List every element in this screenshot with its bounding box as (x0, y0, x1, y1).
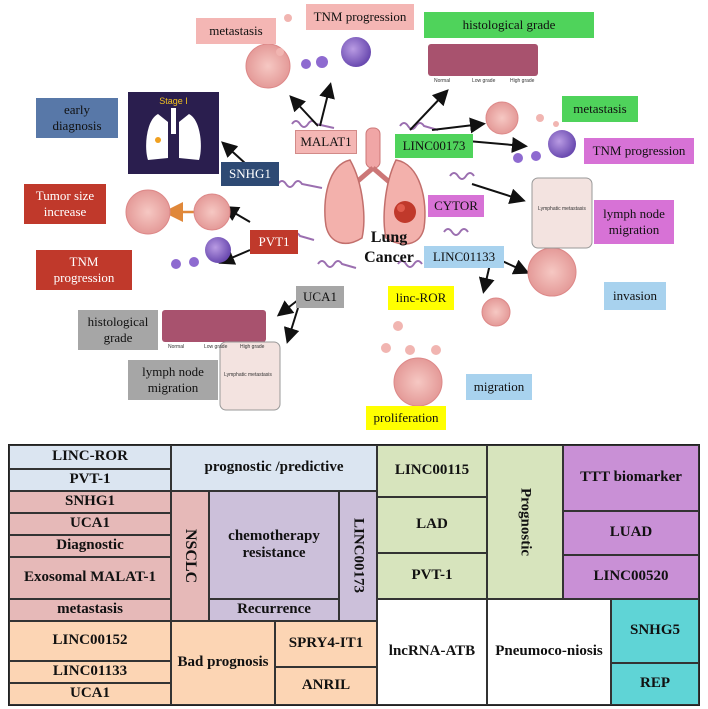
gene-snhg1: SNHG1 (221, 162, 279, 186)
stage-i-lung-image: Stage I (128, 92, 219, 174)
cell-pneumoconiosis: Pneumoco-niosis (487, 599, 611, 705)
diagram-graphics (125, 14, 593, 411)
outcome-histological-grade-left: histological grade (78, 310, 158, 350)
cell-lad: LAD (377, 497, 487, 553)
cell-spry4-it1: SPRY4-IT1 (275, 621, 377, 667)
lymph-label-right: Lymphatic metastasis (538, 206, 586, 212)
grade-label-normal-right: Normal (434, 78, 451, 84)
cell-linc00520: LINC00520 (563, 555, 699, 599)
grade-label-low-right: Low grade (472, 78, 496, 84)
gene-pvt1: PVT1 (250, 230, 298, 254)
linc00173-text: LINC00173 (350, 518, 367, 594)
outcome-lymph-left: lymph node migration (128, 360, 218, 400)
nsclc-text: NSCLC (182, 528, 200, 584)
cell-exosomal-malat1: Exosomal MALAT-1 (9, 557, 171, 599)
outcome-histological-grade-right: histological grade (424, 12, 594, 38)
cell-ttt-biomarker: TTT biomarker (563, 445, 699, 511)
cell-linc00152: LINC00152 (9, 621, 171, 661)
cell-lncrna-atb: lncRNA-ATB (377, 599, 487, 705)
center-line-2: Cancer (364, 249, 414, 266)
cell-nsclc: NSCLC (171, 491, 209, 621)
cell-uca1-a: UCA1 (9, 513, 171, 535)
gene-linc01133: LINC01133 (424, 246, 504, 268)
cell-recurrence: Recurrence (209, 599, 339, 621)
outcome-invasion: invasion (604, 282, 666, 310)
outcome-tnm-top: TNM progression (306, 4, 414, 30)
gene-linc00173: LINC00173 (395, 134, 473, 158)
cell-prognostic-predictive: prognostic /predictive (171, 445, 377, 491)
outcome-migration: migration (466, 374, 532, 400)
tissue-grade-strips (162, 44, 538, 342)
cell-pvt1-a: PVT-1 (9, 469, 171, 491)
cell-snhg5: SNHG5 (611, 599, 699, 663)
center-line-1: Lung (370, 229, 408, 246)
grade-label-high-right: High grade (510, 78, 535, 84)
cell-bad-prognosis: Bad prognosis (171, 621, 275, 705)
cell-snhg1: SNHG1 (9, 491, 171, 513)
cell-metastasis: metastasis (9, 599, 171, 621)
cell-linc00115: LINC00115 (377, 445, 487, 497)
gene-linc-ror: linc-ROR (388, 286, 454, 310)
outcome-metastasis-top: metastasis (196, 18, 276, 44)
gene-uca1: UCA1 (296, 286, 344, 308)
cell-prognostic: Prognostic (487, 445, 563, 599)
cell-uca1-b: UCA1 (9, 683, 171, 705)
stage-label: Stage I (159, 96, 188, 106)
cell-linc-ror: LINC-ROR (9, 445, 171, 469)
lncrna-summary-table: LINC-ROR PVT-1 prognostic /predictive SN… (8, 444, 700, 706)
grade-label-low-left: Low grade (204, 344, 228, 350)
tumor-clusters (125, 14, 577, 407)
grade-label-high-left: High grade (240, 344, 265, 350)
outcome-metastasis-right: metastasis (562, 96, 638, 122)
gene-cytor: CYTOR (428, 195, 484, 217)
cell-rep: REP (611, 663, 699, 705)
arrows (218, 82, 530, 344)
outcome-early-diagnosis: early diagnosis (36, 98, 118, 138)
lungs-illustration (324, 127, 426, 245)
outcome-proliferation: proliferation (366, 406, 446, 430)
lymph-label-left: Lymphatic metastasis (224, 372, 272, 378)
outcome-tumor-size: Tumor size increase (24, 184, 106, 224)
outcome-tnm-left: TNM progression (36, 250, 132, 290)
grade-label-normal-left: Normal (168, 344, 185, 350)
cell-diagnostic: Diagnostic (9, 535, 171, 557)
gene-malat1: MALAT1 (295, 130, 357, 154)
lung-cancer-diagram: Stage I Lung Cancer MALAT1 LINC00173 SNH… (24, 4, 694, 430)
prognostic-text: Prognostic (517, 487, 534, 557)
cell-linc00173: LINC00173 (339, 491, 377, 621)
cell-chemotherapy-resistance: chemotherapy resistance (209, 491, 339, 599)
lymph-node-figures (219, 177, 593, 411)
cell-pvt1-b: PVT-1 (377, 553, 487, 599)
outcome-lymph-right: lymph node migration (594, 200, 674, 244)
cell-linc01133: LINC01133 (9, 661, 171, 683)
cell-luad: LUAD (563, 511, 699, 555)
purple-cell-clusters (171, 37, 576, 269)
center-title: Lung Cancer (354, 228, 424, 268)
outcome-tnm-right: TNM progression (584, 138, 694, 164)
cell-anril: ANRIL (275, 667, 377, 705)
